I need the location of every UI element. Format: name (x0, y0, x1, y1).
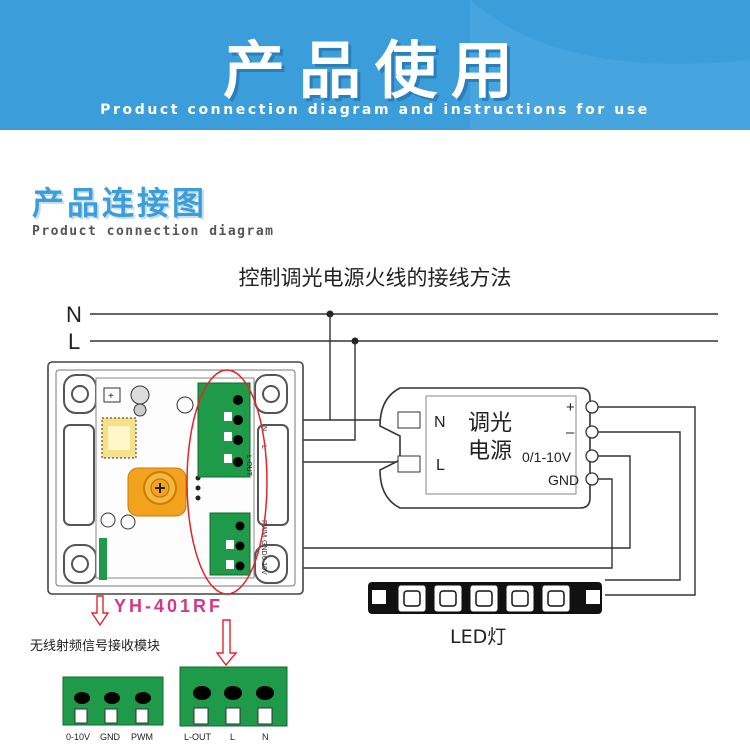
driver-input-l: L (436, 457, 445, 474)
zoom-terminal-left: 0-10V GND PWM (62, 676, 164, 742)
driver-name-line2: 电源 (468, 439, 512, 464)
driver-name-line1: 调光 (468, 411, 512, 436)
svg-text:+: + (108, 391, 114, 402)
driver-out-gnd: GND (548, 472, 579, 488)
zoom-right-label-0: L-OUT (184, 732, 212, 742)
receiver-module: + N L L-OUT PWM GND (47, 361, 304, 616)
section-title: 产品连接图 (32, 184, 208, 222)
driver-out-minus: – (566, 424, 575, 441)
terminal-highlight (186, 369, 268, 595)
zoom-left-label-2: PWM (131, 732, 153, 742)
module-term-l: L (260, 445, 267, 449)
module-name: 无线射频信号接收模块 (30, 638, 160, 654)
driver-out-dim: 0/1-10V (522, 449, 572, 465)
zoom-right-label-2: N (262, 732, 269, 742)
banner-swoosh (470, 0, 750, 130)
zoom-right-label-1: L (230, 732, 235, 742)
terminal-block-lower (209, 512, 251, 576)
terminal-block-upper (197, 382, 251, 478)
led-strip: LED灯 (368, 582, 602, 648)
mains-lines: N L (66, 302, 718, 354)
mains-l-label: L (68, 329, 80, 354)
mains-n-label: N (66, 302, 82, 327)
module-term-gnd: GND (260, 540, 267, 556)
method-title: 控制调光电源火线的接线方法 (238, 266, 512, 290)
zoom-left-label-1: GND (100, 732, 121, 742)
section-subtitle: Product connection diagram (32, 224, 275, 239)
zoom-left-label-0: 0-10V (66, 732, 90, 742)
led-label: LED灯 (450, 626, 506, 648)
zoom-arrows (90, 595, 238, 667)
page-title: 产品使用 (222, 34, 527, 107)
module-term-lout: L-OUT (245, 455, 252, 477)
zoom-terminal-right: L-OUT L N (179, 666, 288, 742)
module-term-n: N (260, 426, 267, 431)
header-banner: 产品使用 Product connection diagram and inst… (0, 0, 750, 130)
dimming-driver: N L 调光 电源 + – 0/1-10V GND (379, 387, 599, 509)
driver-input-n: N (434, 414, 446, 431)
page-subtitle: Product connection diagram and instructi… (100, 102, 650, 118)
module-term-0-10v: 0-10V (260, 556, 267, 575)
driver-out-plus: + (566, 399, 575, 416)
module-model: YH-401RF (114, 596, 223, 616)
